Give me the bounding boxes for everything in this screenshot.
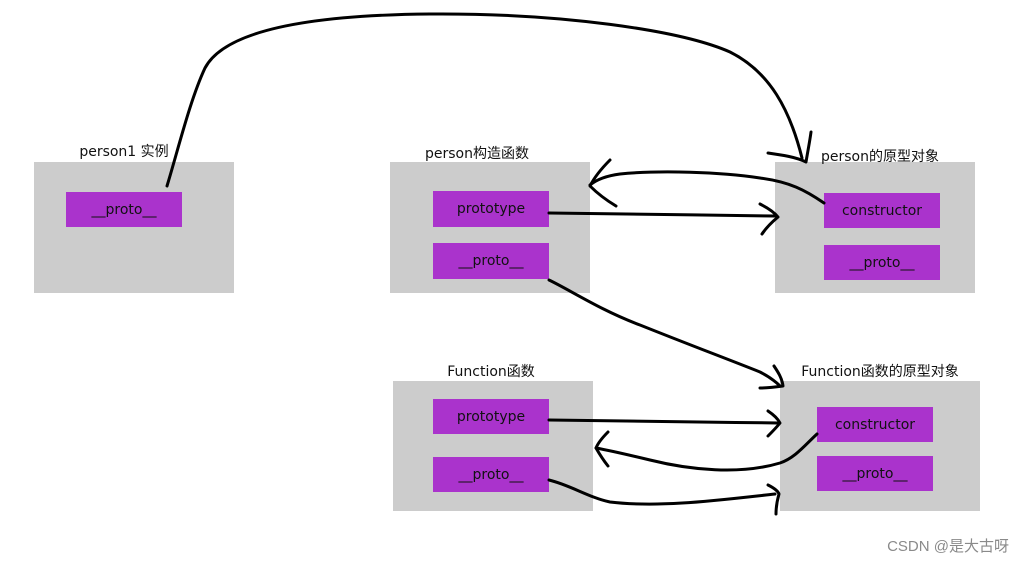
watermark: CSDN @是大古呀: [887, 538, 1009, 555]
person1-box: [34, 162, 234, 293]
arrowhead-person-constructor: [588, 158, 618, 208]
function-proto-obj-box: [780, 381, 980, 511]
person1-title: person1 实例: [79, 144, 169, 160]
arrowhead-function-proto: [766, 483, 781, 516]
function-ctor-prototype-pill: prototype: [433, 399, 549, 434]
function-proto-obj-proto-pill: __proto__: [817, 456, 933, 491]
person-proto-obj-constructor-pill: constructor: [824, 193, 940, 228]
person-ctor-prototype-pill: prototype: [433, 191, 549, 227]
arrowhead-function-prototype: [766, 409, 782, 438]
person-proto-obj-title: person的原型对象: [821, 149, 939, 165]
person-proto-obj-proto-pill: __proto__: [824, 245, 940, 280]
function-proto-obj-constructor-pill: constructor: [817, 407, 933, 442]
function-ctor-proto-pill: __proto__: [433, 457, 549, 492]
person-ctor-proto-pill: __proto__: [433, 243, 549, 279]
function-ctor-title: Function函数: [447, 364, 535, 380]
person1-proto-pill: __proto__: [66, 192, 182, 227]
person-ctor-title: person构造函数: [425, 146, 529, 162]
arrowhead-person1-proto: [766, 130, 813, 164]
arrow-person-ctor-proto-to-function-proto-obj: [547, 278, 782, 388]
arrowhead-function-constructor: [594, 430, 610, 468]
function-proto-obj-title: Function函数的原型对象: [801, 364, 959, 380]
